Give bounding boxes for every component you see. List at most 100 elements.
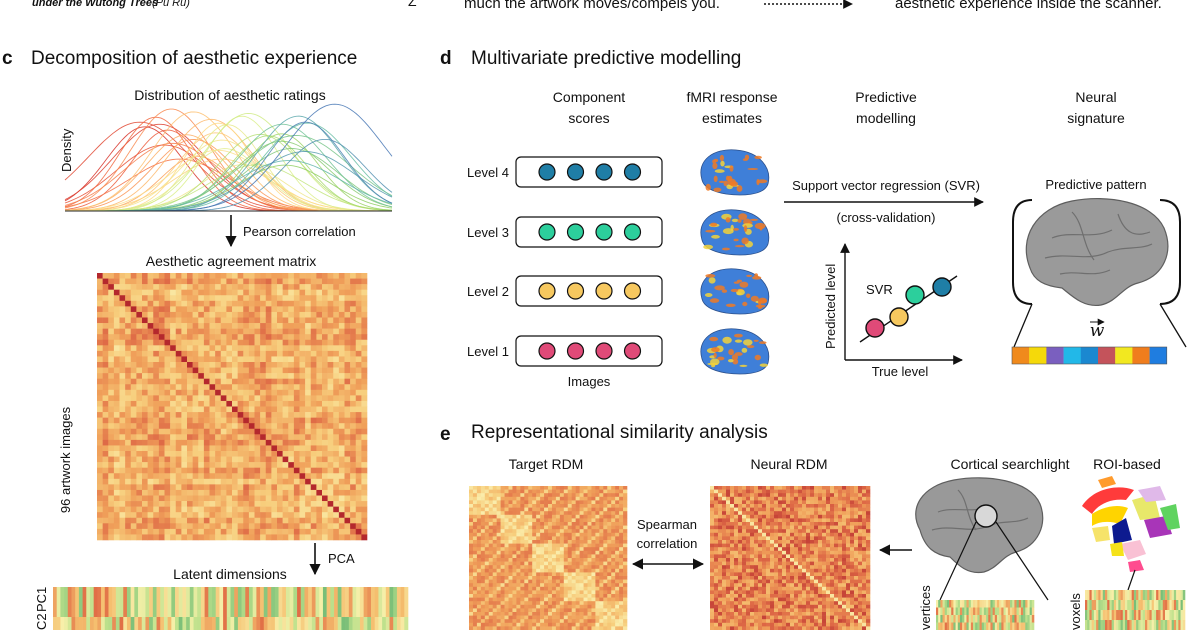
heatmap-cell <box>198 373 205 379</box>
heatmap-cell <box>181 350 188 357</box>
heatmap-cell <box>147 534 154 541</box>
heatmap-cell <box>192 528 199 535</box>
heatmap-cell <box>299 284 306 290</box>
heatmap-cell <box>192 345 199 352</box>
heatmap-cell <box>142 528 148 535</box>
heatmap-cell <box>532 522 537 526</box>
heatmap-cell <box>480 536 486 541</box>
heatmap-cell <box>579 540 584 544</box>
heatmap-cell <box>305 495 312 502</box>
heatmap-cell <box>181 395 188 402</box>
heatmap-cell <box>361 373 368 379</box>
heatmap-cell <box>603 543 608 548</box>
heatmap-cell <box>350 534 357 541</box>
heatmap-cell <box>198 289 205 296</box>
heatmap-cell <box>288 345 295 352</box>
latent-cell <box>82 617 87 630</box>
heatmap-cell <box>350 284 357 290</box>
heatmap-cell <box>271 328 278 335</box>
heatmap-cell <box>579 554 584 559</box>
heatmap-cell <box>603 554 608 559</box>
heatmap-cell <box>587 547 592 552</box>
heatmap-cell <box>718 500 723 505</box>
heatmap-cell <box>282 445 289 452</box>
heatmap-cell <box>476 514 482 519</box>
heatmap-cell <box>316 389 323 396</box>
heatmap-cell <box>237 334 244 341</box>
heatmap-cell <box>299 389 306 396</box>
heatmap-cell <box>175 523 182 530</box>
heatmap-cell <box>623 615 628 620</box>
heatmap-cell <box>810 507 815 512</box>
svr-point-level4 <box>932 277 952 297</box>
heatmap-cell <box>327 356 334 363</box>
heatmap-cell <box>350 334 357 341</box>
heatmap-cell <box>97 317 103 324</box>
heatmap-cell <box>333 362 340 368</box>
latent-cell <box>319 617 324 630</box>
heatmap-cell <box>810 486 815 490</box>
heatmap-cell <box>243 467 250 474</box>
heatmap-cell <box>508 493 513 498</box>
heatmap-cell <box>611 583 616 588</box>
heatmap-cell <box>271 400 278 407</box>
heatmap-cell <box>567 615 572 620</box>
heatmap-cell <box>220 506 227 513</box>
heatmap-cell <box>316 339 323 346</box>
heatmap-cell <box>226 317 233 324</box>
heatmap-cell <box>237 462 244 468</box>
heatmap-cell <box>540 543 545 548</box>
heatmap-cell <box>170 412 177 418</box>
heatmap-cell <box>854 529 859 534</box>
heatmap-cell <box>842 493 847 498</box>
heatmap-cell <box>595 500 600 505</box>
heatmap-cell <box>599 489 604 494</box>
latent-cell <box>293 617 298 630</box>
heatmap-cell <box>607 612 612 616</box>
heatmap-cell <box>282 473 289 480</box>
heatmap-cell <box>722 536 727 541</box>
distribution-title: Distribution of aesthetic ratings <box>134 87 325 103</box>
heatmap-cell <box>524 518 529 523</box>
heatmap-cell <box>327 306 334 313</box>
heatmap-cell <box>237 439 244 446</box>
heatmap-cell <box>237 417 244 424</box>
heatmap-cell <box>536 583 541 588</box>
heatmap-cell <box>619 612 624 616</box>
heatmap-cell <box>567 514 572 519</box>
heatmap-cell <box>158 400 165 407</box>
heatmap-cell <box>181 451 188 457</box>
heatmap-cell <box>299 417 306 424</box>
heatmap-cell <box>726 507 731 512</box>
heatmap-cell <box>136 456 143 463</box>
heatmap-cell <box>790 522 795 526</box>
heatmap-cell <box>355 334 362 341</box>
heatmap-cell <box>536 619 541 624</box>
heatmap-cell <box>536 504 541 508</box>
heatmap-cell <box>524 579 529 584</box>
heatmap-cell <box>555 493 561 498</box>
heatmap-cell <box>488 536 493 541</box>
heatmap-cell <box>766 504 771 508</box>
heatmap-cell <box>492 514 497 519</box>
heatmap-cell <box>476 586 482 591</box>
heatmap-cell <box>260 317 267 324</box>
heatmap-cell <box>496 554 501 559</box>
heatmap-cell <box>277 384 283 391</box>
pattern-bracket-left <box>1012 199 1033 305</box>
heatmap-cell <box>192 378 199 385</box>
fmri-activation-blob <box>753 339 759 342</box>
heatmap-cell <box>579 486 584 490</box>
heatmap-cell <box>355 417 362 424</box>
heatmap-cell <box>203 456 210 463</box>
weight-cell <box>1098 347 1116 364</box>
heatmap-cell <box>125 478 132 485</box>
heatmap-cell <box>583 550 588 555</box>
heatmap-cell <box>209 345 216 352</box>
heatmap-cell <box>192 534 199 541</box>
heatmap-cell <box>524 514 529 519</box>
heatmap-cell <box>603 532 608 537</box>
heatmap-cell <box>355 428 362 435</box>
heatmap-cell <box>232 523 238 530</box>
heatmap-cell <box>484 622 490 627</box>
